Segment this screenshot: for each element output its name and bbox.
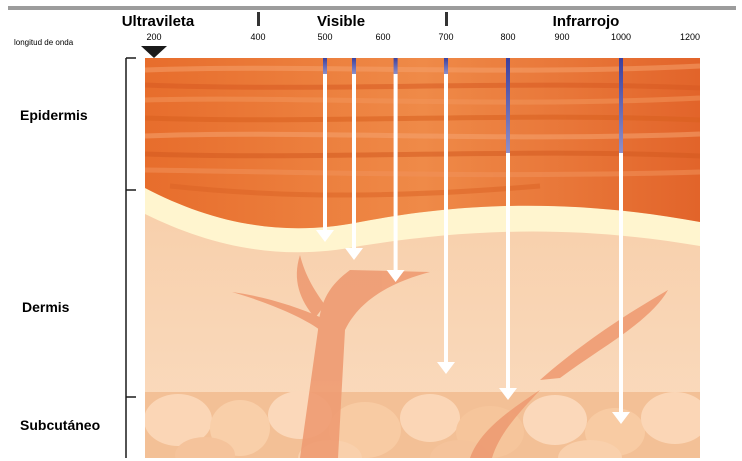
region-label-visible: Visible bbox=[317, 13, 365, 30]
ray-entry-segment bbox=[444, 58, 448, 74]
wavelength-axis-label: longitud de onda bbox=[14, 38, 74, 47]
layer-label-dermis: Dermis bbox=[22, 299, 70, 315]
ray-shaft bbox=[352, 74, 356, 250]
ray-entry-segment bbox=[352, 58, 356, 74]
wavelength-tick-label: 400 bbox=[250, 32, 265, 42]
ray-shaft bbox=[394, 74, 398, 272]
spectrum-start-marker bbox=[141, 46, 167, 58]
wavelength-tick-label: 1200 bbox=[680, 32, 700, 42]
ray-shaft bbox=[619, 153, 623, 414]
ray-entry-segment bbox=[323, 58, 327, 74]
subcutaneous-layer bbox=[144, 391, 709, 461]
wavelength-tick-label: 700 bbox=[438, 32, 453, 42]
region-label-uv: Ultravileta bbox=[122, 13, 195, 30]
wavelength-tick-label: 800 bbox=[500, 32, 515, 42]
spectrum-top-rule bbox=[8, 6, 736, 10]
region-separator bbox=[445, 12, 448, 26]
wavelength-tick-label: 1000 bbox=[611, 32, 631, 42]
ray-entry-segment bbox=[394, 58, 398, 74]
ray-shaft bbox=[506, 153, 510, 390]
ray-shaft bbox=[323, 74, 327, 232]
wavelength-tick-label: 500 bbox=[317, 32, 332, 42]
ray-shaft bbox=[444, 74, 448, 364]
region-label-infrared: Infrarrojo bbox=[553, 13, 620, 30]
layer-bracket bbox=[126, 58, 136, 458]
wavelength-tick-label: 900 bbox=[554, 32, 569, 42]
ray-entry-segment bbox=[506, 58, 510, 153]
layer-label-subcutaneous: Subcutáneo bbox=[20, 417, 100, 433]
layer-label-epidermis: Epidermis bbox=[20, 107, 88, 123]
wavelength-tick-label: 200 bbox=[146, 32, 161, 42]
wavelength-ticks: 200 400 500 600 700 800 900 1000 1200 bbox=[146, 32, 700, 42]
region-separator bbox=[257, 12, 260, 26]
wavelength-tick-label: 600 bbox=[375, 32, 390, 42]
ray-entry-segment bbox=[619, 58, 623, 153]
